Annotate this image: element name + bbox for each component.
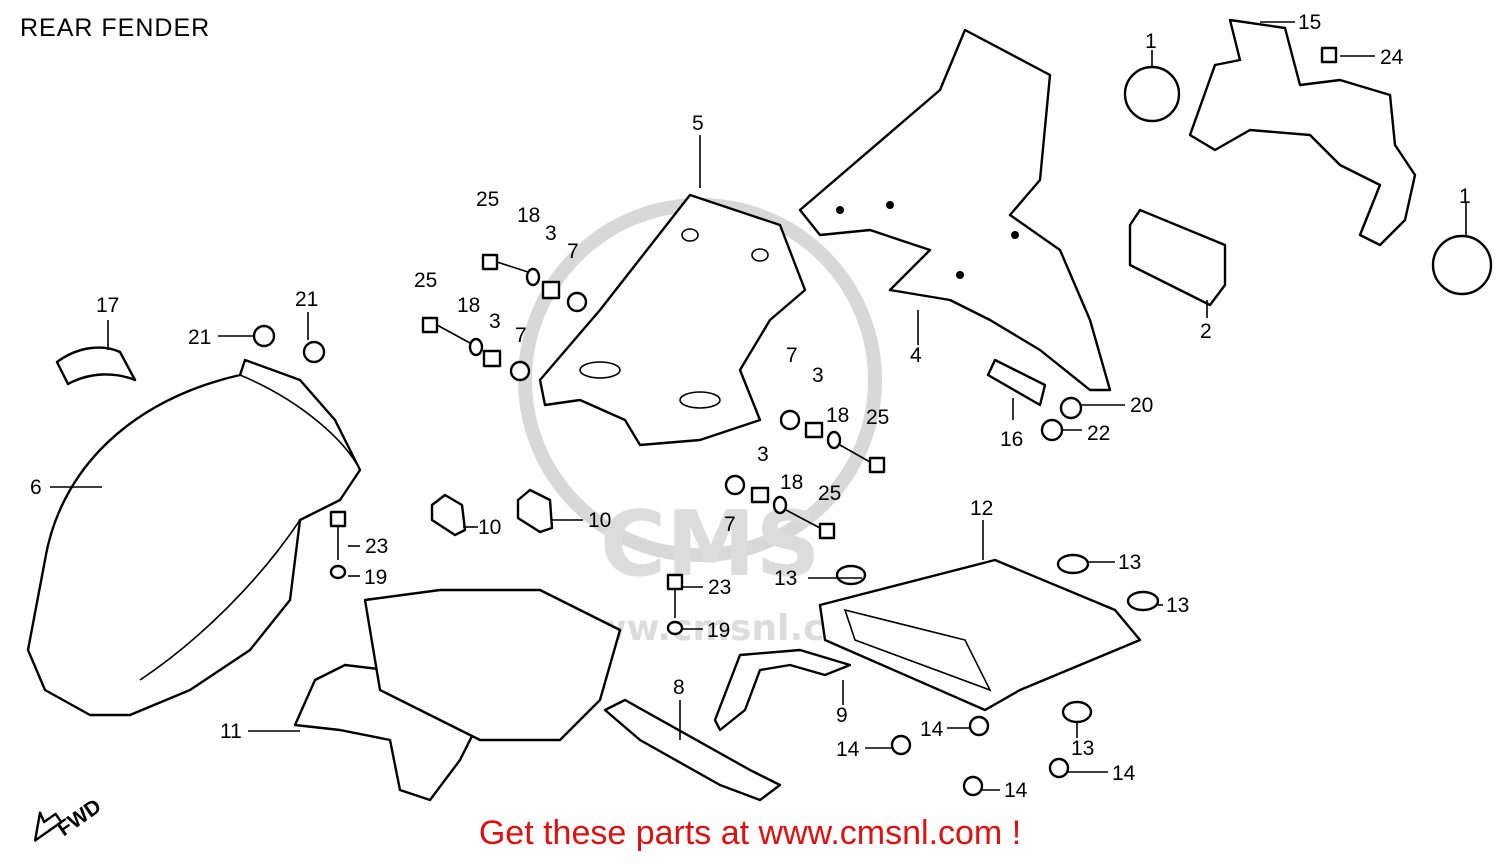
- part-14-nut-b[interactable]: [968, 715, 990, 737]
- part-8-plate[interactable]: [603, 698, 782, 802]
- part-10-clip-right[interactable]: [516, 488, 554, 534]
- part-1-reflector-lower[interactable]: [1431, 234, 1493, 296]
- callout-1: 1: [1145, 30, 1157, 53]
- part-16-plate[interactable]: [986, 358, 1047, 407]
- part-6-rear-fender[interactable]: [26, 358, 362, 717]
- callout-3: 3: [489, 310, 501, 333]
- callout-3: 3: [545, 222, 557, 245]
- callout-4: 4: [910, 344, 922, 367]
- part-4-upper-fender[interactable]: [798, 28, 1112, 392]
- callout-23: 23: [708, 576, 731, 599]
- inner-tray[interactable]: [363, 588, 622, 742]
- callout-3: 3: [812, 364, 824, 387]
- callout-25: 25: [866, 406, 889, 429]
- callout-3: 3: [757, 443, 769, 466]
- callout-12: 12: [970, 497, 993, 520]
- part-21-nut-right[interactable]: [302, 340, 326, 364]
- callout-6: 6: [30, 476, 42, 499]
- part-10-clip-left[interactable]: [430, 493, 467, 537]
- callout-19: 19: [707, 619, 730, 642]
- callout-13: 13: [1166, 594, 1189, 617]
- callout-16: 16: [1000, 428, 1023, 451]
- bolt-set-middle[interactable]: [421, 316, 531, 382]
- callout-7: 7: [567, 240, 579, 263]
- part-14-nut-c[interactable]: [1048, 757, 1070, 779]
- callout-25: 25: [818, 482, 841, 505]
- part-14-nut-a[interactable]: [890, 734, 912, 756]
- callout-1: 1: [1459, 185, 1471, 208]
- bolt-set-right-upper[interactable]: [779, 409, 886, 474]
- bolt-set-upper[interactable]: [481, 253, 588, 313]
- part-15-license-bracket[interactable]: [1188, 18, 1417, 247]
- callout-18: 18: [457, 294, 480, 317]
- part-5-bracket[interactable]: [538, 193, 807, 447]
- part-24-screw[interactable]: [1320, 46, 1338, 64]
- part-1-reflector-upper[interactable]: [1123, 65, 1181, 123]
- callout-18: 18: [780, 471, 803, 494]
- callout-10: 10: [478, 516, 501, 539]
- callout-14: 14: [1112, 762, 1136, 785]
- callout-5: 5: [692, 112, 704, 135]
- callout-13: 13: [1071, 737, 1094, 760]
- callout-11: 11: [220, 720, 242, 743]
- bolt-23-washer-19-left[interactable]: [329, 510, 347, 580]
- part-13-grommet-a[interactable]: [835, 564, 867, 586]
- footer-promo-text[interactable]: Get these parts at www.cmsnl.com !: [478, 814, 1022, 852]
- callout-14: 14: [836, 738, 860, 761]
- part-14-nut-d[interactable]: [962, 775, 984, 797]
- part-13-grommet-d[interactable]: [1061, 700, 1093, 724]
- part-13-grommet-b[interactable]: [1056, 553, 1090, 575]
- callout-22: 22: [1087, 422, 1110, 445]
- part-17-decal[interactable]: [55, 346, 137, 386]
- callout-10: 10: [588, 509, 611, 532]
- callout-21: 21: [188, 326, 211, 349]
- callout-7: 7: [724, 513, 736, 536]
- callout-7: 7: [515, 324, 527, 347]
- part-2-lens[interactable]: [1128, 208, 1227, 307]
- part-22-nut[interactable]: [1040, 418, 1064, 442]
- callout-2: 2: [1200, 320, 1212, 343]
- callout-19: 19: [364, 566, 387, 589]
- callout-18: 18: [517, 204, 540, 227]
- callout-20: 20: [1130, 394, 1153, 417]
- part-12-box[interactable]: [818, 558, 1142, 712]
- callout-21: 21: [295, 288, 318, 311]
- callout-13: 13: [1118, 551, 1141, 574]
- callout-23: 23: [365, 535, 388, 558]
- callout-13: 13: [774, 567, 797, 590]
- callout-17: 17: [96, 294, 119, 317]
- callout-25: 25: [414, 269, 437, 292]
- part-20-nut[interactable]: [1059, 396, 1083, 420]
- callout-24: 24: [1380, 46, 1404, 69]
- part-21-nut-left[interactable]: [252, 324, 276, 348]
- callout-14: 14: [1004, 779, 1028, 802]
- callout-labels: 1 1 2 3 3 3 3 4 5 6 7 7 7 7 8 9 10 10 11…: [30, 11, 1471, 802]
- bolt-set-right-lower[interactable]: [724, 474, 836, 540]
- callout-15: 15: [1298, 11, 1321, 34]
- callout-18: 18: [826, 404, 849, 427]
- part-9-stay[interactable]: [713, 648, 852, 732]
- page-title: REAR FENDER: [20, 14, 211, 42]
- leader-lines: [50, 21, 1467, 791]
- callout-25: 25: [476, 188, 499, 211]
- callout-14: 14: [920, 718, 944, 741]
- callout-8: 8: [673, 676, 685, 699]
- callout-9: 9: [836, 704, 848, 727]
- callout-7: 7: [786, 344, 798, 367]
- bolt-23-washer-19-right[interactable]: [666, 573, 684, 636]
- part-13-grommet-c[interactable]: [1126, 590, 1160, 612]
